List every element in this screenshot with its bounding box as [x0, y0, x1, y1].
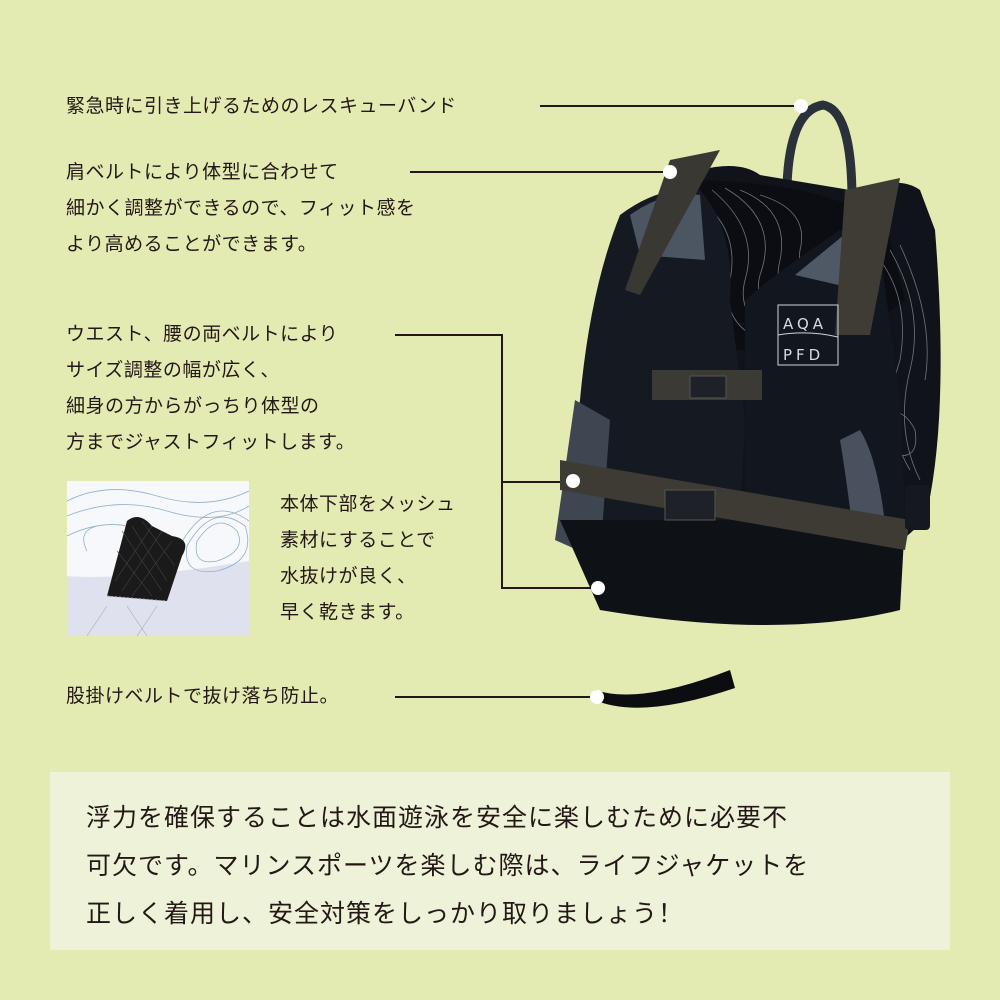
marker-mesh	[591, 581, 605, 595]
safety-message-line: 浮力を確保することは水面遊泳を安全に楽しむために必要不	[86, 803, 789, 832]
callout-crotch-belt: 股掛けベルトで抜け落ち防止。	[66, 678, 339, 714]
brand-logo	[777, 304, 839, 366]
callout-text: 水抜けが良く、	[280, 565, 417, 587]
callout-text: ウエスト、腰の両ベルトにより	[66, 323, 339, 345]
callout-waist-belt: ウエスト、腰の両ベルトにより サイズ調整の幅が広く、 細身の方からがっちり体型の…	[66, 316, 355, 460]
leader-line-waist-vertical	[501, 334, 503, 589]
safety-message-line: 可欠です。マリンスポーツを楽しむ際は、ライフジャケットを	[86, 851, 810, 880]
leader-line-mesh	[501, 587, 597, 589]
mesh-detail-photo	[67, 481, 249, 636]
callout-text: より高めることができます。	[66, 233, 318, 255]
leader-line-shoulder-belt	[410, 171, 670, 173]
callout-text: 股掛けベルトで抜け落ち防止。	[66, 685, 340, 707]
svg-text:AQA: AQA	[783, 315, 827, 333]
callout-text: 細身の方からがっちり体型の	[66, 395, 320, 417]
marker-rescue-band	[794, 99, 808, 113]
callout-text: 細かく調整ができるので、フィット感を	[66, 197, 416, 219]
callout-text: 緊急時に引き上げるためのレスキューバンド	[66, 95, 457, 117]
callout-mesh: 本体下部をメッシュ 素材にすることで 水抜けが良く、 早く乾きます。	[280, 486, 456, 630]
safety-message-box: 浮力を確保することは水面遊泳を安全に楽しむために必要不 可欠です。マリンスポーツ…	[50, 772, 950, 950]
leader-line-waist-belt	[501, 481, 573, 483]
callout-text: 本体下部をメッシュ	[280, 493, 456, 515]
leader-line-rescue-band	[540, 105, 802, 107]
mesh-photo-illustration	[67, 481, 249, 636]
marker-shoulder-belt	[663, 165, 677, 179]
callout-text: 早く乾きます。	[280, 601, 415, 623]
safety-message-line: 正しく着用し、安全対策をしっかり取りましょう！	[86, 899, 685, 928]
leader-line-crotch-belt	[395, 696, 595, 698]
marker-waist-belt	[566, 474, 580, 488]
safety-message: 浮力を確保することは水面遊泳を安全に楽しむために必要不 可欠です。マリンスポーツ…	[86, 794, 809, 938]
callout-text: 肩ベルトにより体型に合わせて	[66, 161, 339, 183]
life-jacket-image: AQA PFD	[555, 100, 941, 708]
callout-rescue-band: 緊急時に引き上げるためのレスキューバンド	[66, 88, 457, 124]
callout-text: 素材にすることで	[280, 529, 436, 551]
callout-text: 方までジャストフィットします。	[66, 431, 356, 453]
callout-shoulder-belt: 肩ベルトにより体型に合わせて 細かく調整ができるので、フィット感を より高めるこ…	[66, 154, 415, 262]
svg-text:PFD: PFD	[783, 346, 824, 364]
marker-crotch-belt	[590, 690, 604, 704]
leader-line-waist-top	[395, 334, 503, 336]
callout-text: サイズ調整の幅が広く、	[66, 359, 280, 381]
